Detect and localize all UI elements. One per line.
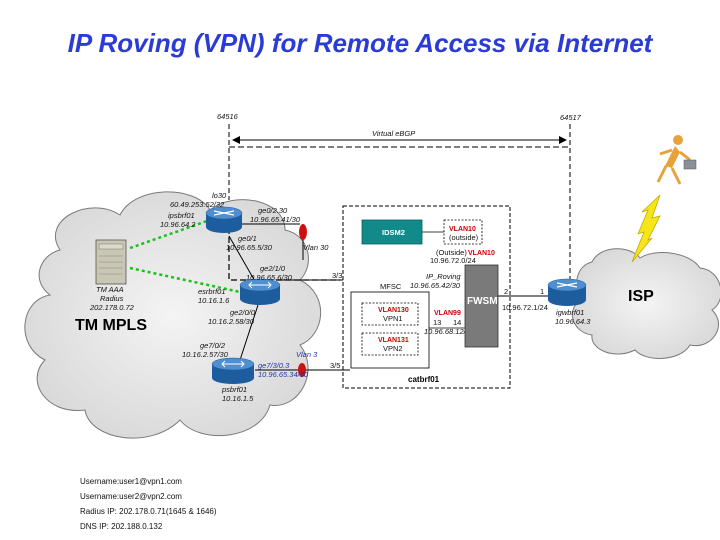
- vlan30-endpoint: [299, 224, 307, 240]
- tm-mpls-label: TM MPLS: [75, 317, 147, 334]
- router-top-ip: 10.96.64.2: [160, 220, 196, 229]
- router-top-vlan: Vlan 30: [303, 243, 329, 252]
- port-13: 13: [433, 318, 441, 327]
- switch-mid-port-b: ge2/0/0: [230, 308, 256, 317]
- radius-path-2: [129, 266, 241, 294]
- switch-bottom-port-num: 3/5: [330, 361, 340, 370]
- switch-bottom-port-a-ip: 10.16.2.57/30: [182, 350, 229, 359]
- note-dns-ip: DNS IP: 202.188.0.132: [80, 522, 163, 531]
- switch-bottom-name: psbrf01: [221, 385, 247, 394]
- msfc-label: MFSC: [380, 282, 402, 291]
- router-top-ge-a: ge0/2.30: [258, 206, 288, 215]
- slide-title: IP Roving (VPN) for Remote Access via In…: [67, 28, 653, 58]
- server-ip: 202.178.0.72: [89, 303, 135, 312]
- switch-esrbrf01-icon: [239, 278, 281, 305]
- switch-bottom-vlan: Vlan 3: [296, 350, 318, 359]
- ip-roving-label: IP_Roving: [426, 272, 461, 281]
- fwsm-module: [464, 264, 499, 348]
- link-mid-to-bottom: [239, 304, 259, 361]
- server-role: Radius: [100, 294, 124, 303]
- router-top-ge-b-ip: 10.96.65.5/30: [226, 243, 273, 252]
- asn-left-label: 64516: [217, 112, 239, 121]
- router-ipsbrf01-icon: [205, 206, 243, 233]
- remote-user-icon: [656, 135, 697, 185]
- switch-mid-port-num: 3/3: [332, 271, 342, 280]
- vpn2-label: VPN2: [383, 344, 403, 353]
- vlan10-box: [443, 219, 483, 245]
- switch-mid-name: esrbrf01: [198, 287, 226, 296]
- vlan10-box-label: VLAN10: [449, 226, 476, 233]
- switch-bottom-ip: 10.16.1.5: [222, 394, 254, 403]
- credentials-notes: Username:user1@vpn1.com Username:user2@v…: [80, 474, 217, 534]
- radius-path-1: [129, 218, 211, 250]
- vpn1-label: VPN1: [383, 314, 403, 323]
- fwsm-label: FWSM: [467, 296, 498, 307]
- note-user1: Username:user1@vpn1.com: [80, 477, 182, 486]
- router-top-lo: lo30: [212, 191, 227, 200]
- port-2: 2: [504, 287, 508, 296]
- vlan130-label: VLAN130: [378, 307, 409, 314]
- asn-right-label: 64517: [560, 113, 582, 122]
- lightning-icon: [631, 194, 661, 263]
- idsm2-label: IDSM2: [382, 228, 405, 237]
- switch-mid-port-a: ge2/1/0: [260, 264, 286, 273]
- switch-bottom-port-b: ge7/3/0.3: [258, 361, 290, 370]
- isp-cloud: [571, 248, 720, 359]
- vlan99-label: VLAN99: [434, 310, 461, 317]
- outside-ip: 10.96.72.0/24: [430, 256, 476, 265]
- router-igwbrf01-icon: [547, 278, 587, 306]
- ebgp-label: Virtual eBGP: [372, 129, 415, 138]
- note-radius-ip: Radius IP: 202.178.0.71(1645 & 1646): [80, 507, 217, 516]
- router-top-ge-b: ge0/1: [238, 234, 257, 243]
- port-1: 1: [540, 287, 544, 296]
- server-name: TM AAA: [96, 285, 124, 294]
- catbrf01-label: catbrf01: [408, 375, 440, 384]
- switch-mid-port-a-ip: 10.96.65.6/30: [246, 273, 293, 282]
- router-right-ip: 10.96.64.3: [555, 317, 591, 326]
- vlan3-endpoint: [298, 363, 306, 377]
- port-14: 14: [453, 318, 461, 327]
- vlan10-box-sub: (outside): [449, 233, 479, 242]
- radius-server-icon: [95, 239, 127, 285]
- switch-mid-ip: 10.16.1.6: [198, 296, 230, 305]
- router-right-name: igwbrf01: [556, 308, 584, 317]
- ip-roving-ip: 10.96.65.42/30: [410, 281, 461, 290]
- switch-bottom-port-b-ip: 10.96.65.34/30: [258, 370, 309, 379]
- vlan131-box: [361, 332, 419, 356]
- vlan130-box: [361, 302, 419, 326]
- switch-psbrf01-icon: [211, 357, 255, 384]
- router-top-lo-ip: 60.49.253.52/32: [170, 200, 225, 209]
- switch-mid-port-b-ip: 10.16.2.58/30: [208, 317, 255, 326]
- isp-link-ip: 10.96.72.1/24: [502, 303, 548, 312]
- switch-bottom-port-a: ge7/0/2: [200, 341, 226, 350]
- router-top-ge-a-ip: 10.96.65.41/30: [250, 215, 301, 224]
- note-user2: Username:user2@vpn2.com: [80, 492, 182, 501]
- isp-label: ISP: [628, 288, 654, 305]
- outside-label: (Outside): [436, 248, 467, 257]
- vlan99-ip: 10.96.68.12/30: [424, 327, 475, 336]
- catbrf01-chassis: [342, 205, 511, 389]
- outside-vlan: VLAN10: [468, 250, 495, 257]
- router-top-name: ipsbrf01: [168, 211, 195, 220]
- vlan131-label: VLAN131: [378, 337, 409, 344]
